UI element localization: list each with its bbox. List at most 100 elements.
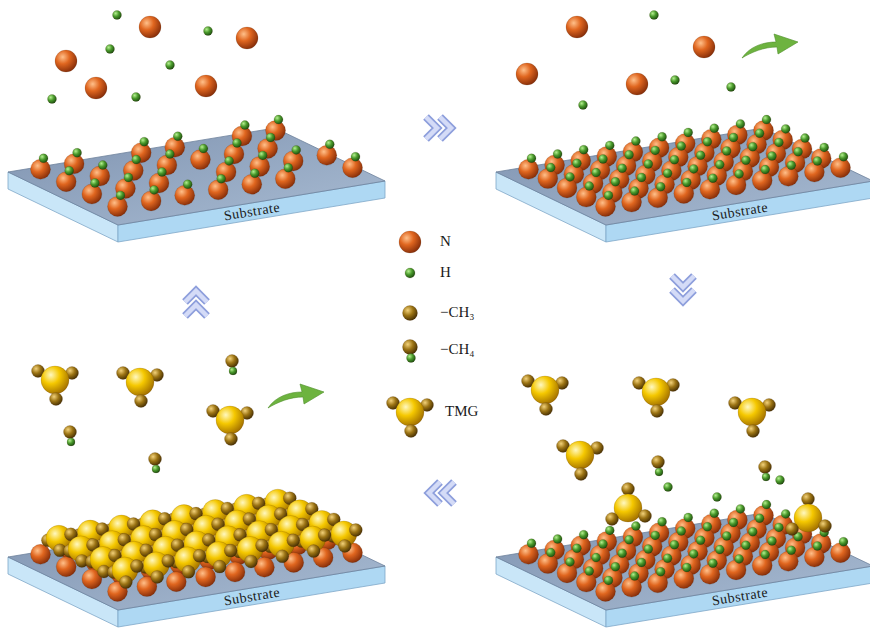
hydrogen-atom: [204, 27, 213, 36]
nitrogen-atom: [208, 180, 228, 200]
hydrogen-atom: [708, 174, 717, 183]
nitrogen-atom: [175, 185, 195, 205]
hydrogen-atom: [618, 549, 627, 558]
hydrogen-atom: [663, 169, 672, 178]
hydrogen-atom: [605, 141, 614, 150]
methyl-group: [540, 403, 553, 416]
methyl-group: [225, 433, 238, 446]
hydrogen-atom: [39, 154, 48, 163]
hydrogen-atom: [762, 115, 771, 124]
nitrogen-atom: [82, 184, 102, 204]
nitrogen-atom: [108, 196, 128, 216]
hydrogen-atom: [106, 45, 115, 54]
nitrogen-atom: [538, 554, 558, 574]
hydrogen-atom: [801, 134, 810, 143]
hydrogen-atom: [132, 155, 141, 164]
process-chevron: [426, 117, 451, 139]
desorption-arrow: [742, 34, 798, 58]
nitrogen-atom: [622, 192, 642, 212]
hydrogen-atom: [637, 558, 646, 567]
hydrogen-atom: [651, 146, 660, 155]
hydrogen-atom: [735, 554, 744, 563]
legend-label: N: [440, 233, 451, 250]
hydrogen-atom: [677, 527, 686, 536]
hydrogen-atom: [229, 367, 237, 375]
hydrogen-atom: [240, 121, 249, 130]
hydrogen-atom: [655, 468, 663, 476]
hydrogen-atom: [599, 540, 608, 549]
legend-label: −CH₄: [440, 341, 475, 358]
nitrogen-atom: [752, 556, 772, 576]
gallium-atom: [216, 406, 244, 434]
hydrogen-atom: [527, 154, 536, 163]
hydrogen-atom: [650, 11, 659, 20]
nitrogen-atom: [831, 158, 851, 178]
nitrogen-atom: [31, 159, 51, 179]
hydrogen-atom: [776, 476, 785, 485]
methyl-group: [256, 539, 269, 552]
methyl-group: [130, 560, 143, 573]
hydrogen-atom: [572, 544, 581, 553]
nitrogen-atom: [519, 159, 539, 179]
hydrogen-atom: [48, 95, 57, 104]
hydrogen-atom: [736, 504, 745, 513]
hydrogen-atom: [735, 169, 744, 178]
hydrogen-atom: [637, 173, 646, 182]
methyl-group: [403, 306, 418, 321]
methyl-group: [50, 393, 63, 406]
hydrogen-atom: [165, 150, 174, 159]
nitrogen-atom: [726, 560, 746, 580]
hydrogen-atom: [250, 169, 259, 178]
methyl-group: [307, 545, 320, 558]
hydrogen-atom: [736, 119, 745, 128]
hydrogen-atom: [585, 567, 594, 576]
hydrogen-atom: [729, 518, 738, 527]
nitrogen-atom: [752, 171, 772, 191]
nitrogen-atom: [275, 169, 295, 189]
hydrogen-atom: [579, 530, 588, 539]
hydrogen-atom: [748, 527, 757, 536]
hydrogen-atom: [781, 509, 790, 518]
hydrogen-atom: [183, 180, 192, 189]
nitrogen-atom: [190, 150, 210, 170]
hydrogen-atom: [748, 142, 757, 151]
hydrogen-atom: [755, 129, 764, 138]
methyl-group: [276, 550, 289, 563]
nitrogen-atom: [596, 581, 616, 601]
hydrogen-atom: [689, 549, 698, 558]
hydrogen-atom: [140, 137, 149, 146]
nitrogen-atom: [674, 569, 694, 589]
hydrogen-atom: [682, 178, 691, 187]
hydrogen-atom: [670, 540, 679, 549]
hydrogen-atom: [813, 542, 822, 551]
nitrogen-atom: [557, 178, 577, 198]
hydrogen-atom: [682, 563, 691, 572]
hydrogen-atom: [150, 185, 159, 194]
nitrogen-atom: [576, 572, 596, 592]
hydrogen-atom: [658, 517, 667, 526]
hydrogen-atom: [625, 535, 634, 544]
hydrogen-atom: [599, 155, 608, 164]
desorption-arrow: [268, 384, 324, 408]
nitrogen-atom: [242, 174, 262, 194]
methyl-group: [64, 426, 77, 439]
hydrogen-atom: [625, 150, 634, 159]
nitrogen-atom: [804, 547, 824, 567]
nitrogen-atom: [85, 77, 107, 99]
hydrogen-atom: [741, 541, 750, 550]
nitrogen-atom: [596, 196, 616, 216]
hydrogen-atom: [729, 133, 738, 142]
hydrogen-atom: [173, 132, 182, 141]
hydrogen-atom: [266, 133, 275, 142]
methyl-group: [245, 555, 258, 568]
hydrogen-atom: [664, 483, 673, 492]
nitrogen-atom: [648, 188, 668, 208]
nitrogen-atom: [195, 75, 217, 97]
chevron-fill: [426, 117, 437, 139]
methyl-group: [622, 483, 635, 496]
gallium-atom: [566, 441, 594, 469]
legend-label: TMG: [445, 403, 478, 420]
chevron-fill: [429, 482, 440, 504]
hydrogen-atom: [572, 159, 581, 168]
nitrogen-atom: [516, 63, 538, 85]
